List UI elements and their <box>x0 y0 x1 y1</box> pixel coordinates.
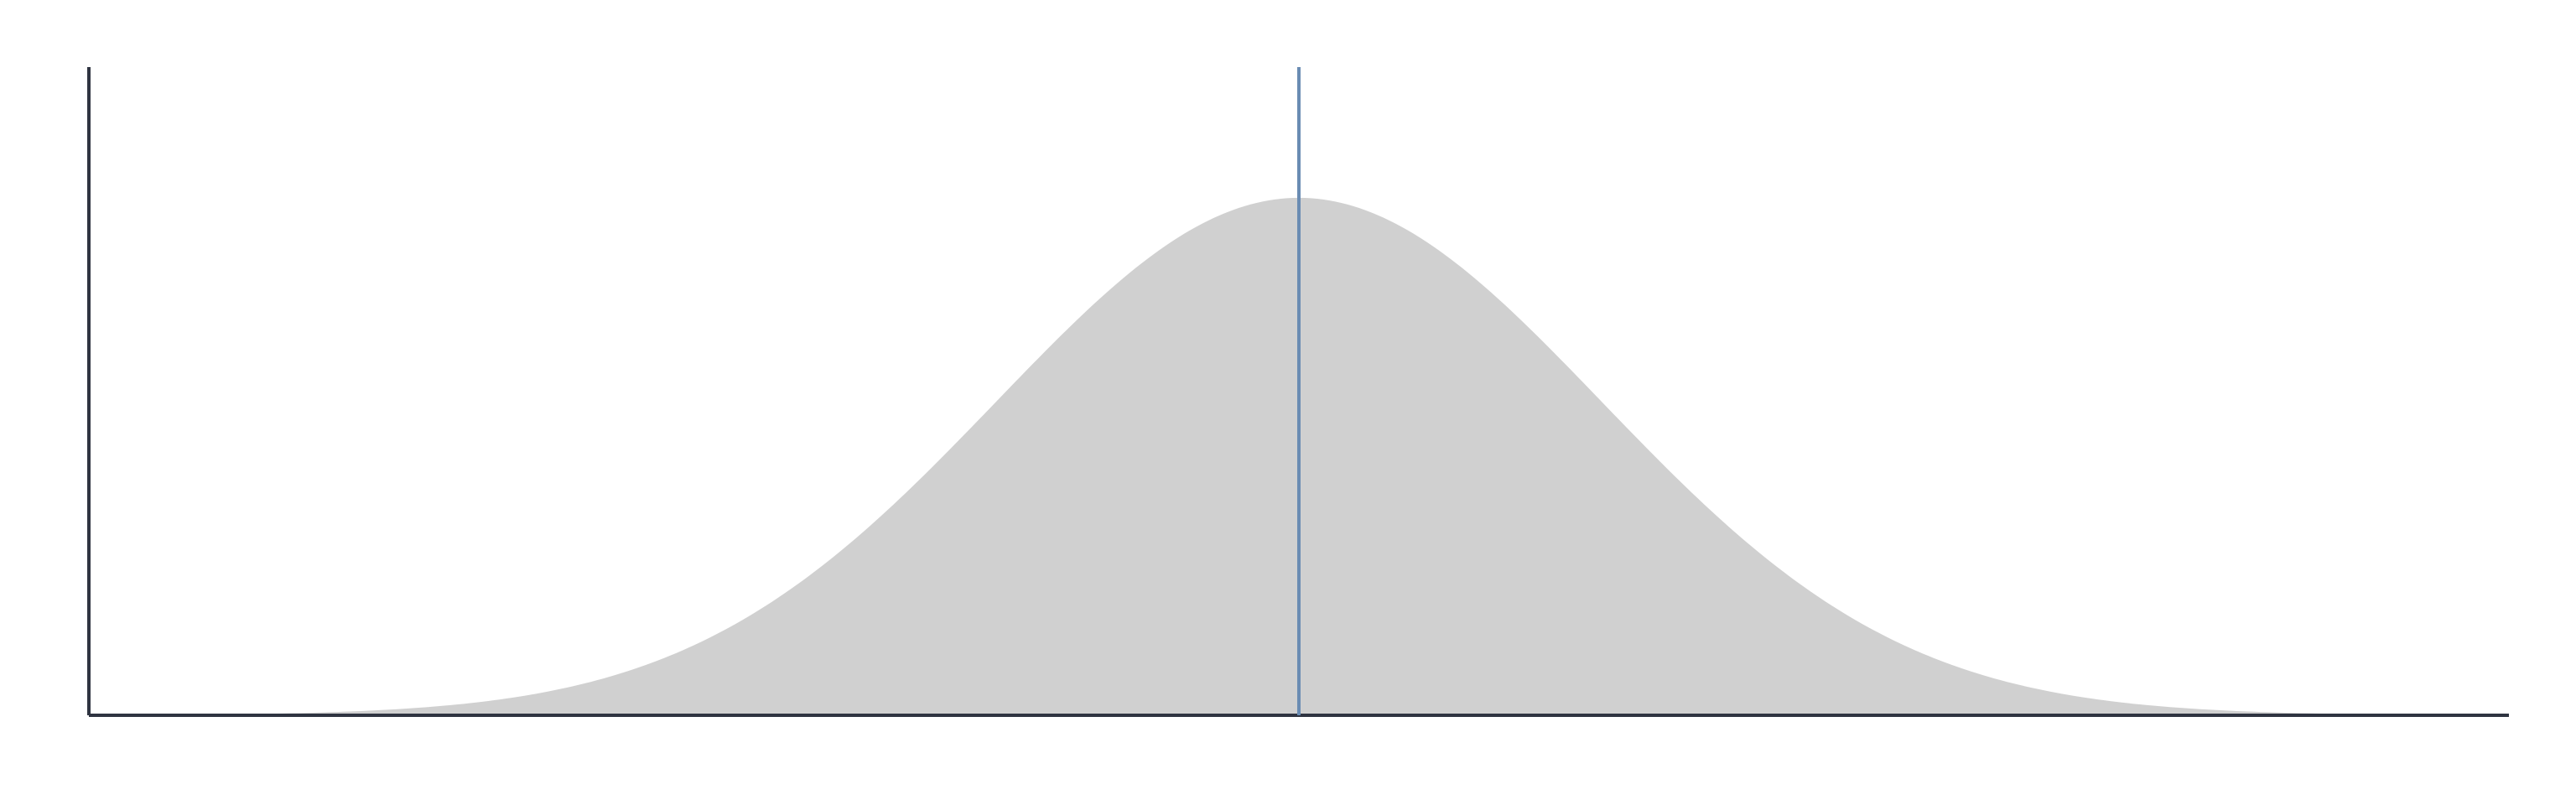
chart <box>87 67 2509 717</box>
